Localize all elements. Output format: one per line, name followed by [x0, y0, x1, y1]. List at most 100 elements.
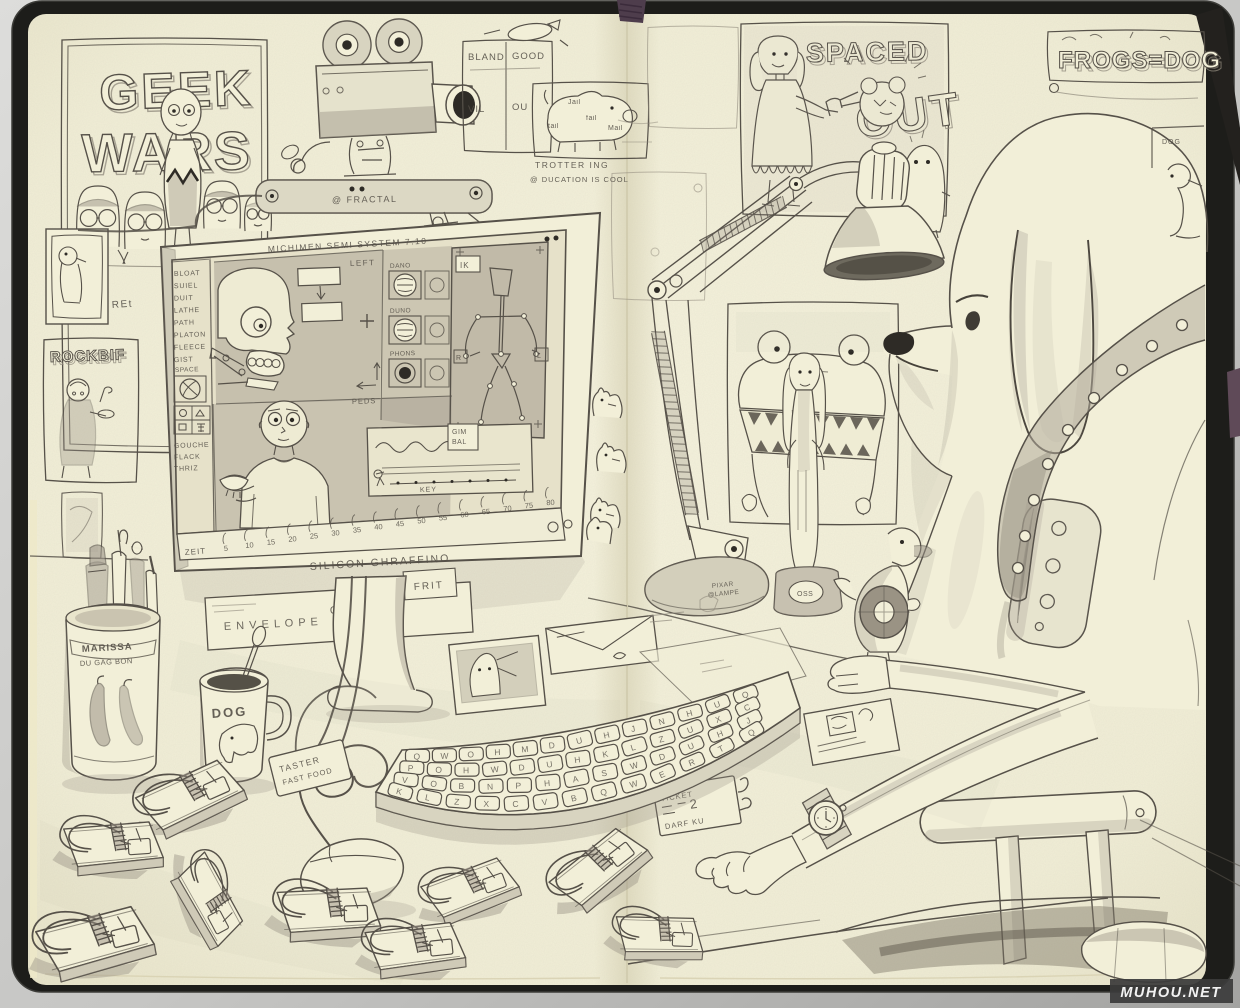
svg-text:FLACK: FLACK — [174, 454, 201, 462]
svg-text:Q: Q — [414, 751, 421, 761]
svg-text:BAL: BAL — [452, 439, 467, 446]
svg-text:D: D — [658, 751, 667, 762]
svg-text:H: H — [602, 729, 610, 740]
svg-text:N: N — [657, 716, 665, 727]
svg-text:K: K — [602, 749, 610, 760]
svg-text:15: 15 — [267, 537, 276, 547]
svg-text:DUNO: DUNO — [390, 307, 411, 315]
svg-text:X: X — [483, 799, 489, 809]
svg-text:H: H — [715, 728, 724, 740]
svg-text:55: 55 — [439, 513, 448, 523]
svg-text:REt: REt — [111, 299, 133, 311]
svg-text:SPACED: SPACED — [806, 36, 929, 68]
svg-text:PHONS: PHONS — [390, 350, 416, 358]
svg-text:R: R — [687, 757, 696, 769]
svg-text:J: J — [630, 723, 636, 734]
svg-text:Q: Q — [740, 689, 750, 701]
svg-text:IK: IK — [460, 261, 470, 270]
svg-text:VIL: VIL — [468, 104, 485, 115]
svg-text:E: E — [657, 769, 666, 781]
svg-text:V: V — [541, 797, 548, 808]
svg-text:W: W — [628, 778, 639, 790]
svg-text:R: R — [456, 355, 462, 362]
svg-text:DU GAG BON: DU GAG BON — [80, 656, 133, 668]
svg-text:FROGS=DOG: FROGS=DOG — [1058, 47, 1221, 74]
svg-text:GIST: GIST — [174, 356, 194, 364]
svg-text:60: 60 — [460, 510, 469, 520]
svg-text:MUHOU.NET: MUHOU.NET — [1120, 985, 1221, 1001]
svg-text:45: 45 — [396, 519, 405, 529]
svg-text:W: W — [629, 760, 639, 772]
svg-text:DOG: DOG — [211, 704, 248, 721]
svg-text:OSS: OSS — [797, 591, 813, 598]
svg-text:E N V E L O P E: E N V E L O P E — [224, 616, 320, 633]
svg-text:25: 25 — [310, 531, 319, 541]
svg-text:A: A — [572, 773, 580, 784]
svg-text:FROGS=DOG: FROGS=DOG — [1061, 50, 1224, 77]
svg-text:LEFT: LEFT — [350, 258, 376, 268]
svg-text:10: 10 — [245, 540, 254, 550]
svg-text:H: H — [544, 778, 551, 788]
svg-text:@LAMPE: @LAMPE — [707, 589, 739, 599]
svg-text:L: L — [537, 353, 542, 360]
svg-text:ROCKBIF: ROCKBIF — [50, 346, 126, 366]
svg-text:U: U — [575, 735, 583, 746]
svg-text:T: T — [716, 743, 725, 754]
svg-text:70: 70 — [503, 504, 512, 514]
svg-text:W: W — [440, 751, 448, 761]
svg-text:GOUCHE: GOUCHE — [174, 442, 210, 450]
svg-text:40: 40 — [374, 522, 383, 532]
svg-text:PIXAR: PIXAR — [711, 581, 734, 590]
svg-text:DUIT: DUIT — [174, 295, 194, 303]
svg-text:ZEIT: ZEIT — [185, 547, 207, 557]
svg-text:U: U — [712, 699, 721, 711]
svg-text:GIM: GIM — [452, 429, 467, 436]
svg-text:TROTTER ING: TROTTER ING — [535, 160, 609, 170]
svg-text:THRIZ: THRIZ — [174, 465, 199, 473]
svg-text:L: L — [629, 742, 637, 753]
svg-text:H: H — [463, 765, 469, 775]
svg-text:L: L — [424, 792, 431, 803]
svg-text:2: 2 — [689, 796, 698, 812]
svg-text:Q: Q — [746, 726, 757, 738]
svg-text:S: S — [600, 768, 608, 779]
svg-text:P: P — [408, 763, 414, 773]
svg-text:K: K — [395, 786, 404, 797]
svg-text:BLAND: BLAND — [468, 52, 505, 63]
svg-text:80: 80 — [546, 498, 555, 508]
svg-text:U: U — [546, 759, 554, 770]
svg-text:65: 65 — [482, 507, 491, 517]
svg-text:35: 35 — [353, 525, 362, 535]
svg-text:75: 75 — [525, 501, 534, 511]
svg-text:X: X — [714, 713, 723, 724]
svg-text:30: 30 — [331, 528, 340, 538]
svg-text:W: W — [490, 764, 499, 775]
svg-text:20: 20 — [288, 534, 297, 544]
svg-text:D: D — [548, 740, 555, 751]
svg-text:PEDS: PEDS — [352, 396, 377, 406]
svg-text:SPACED: SPACED — [808, 39, 931, 71]
svg-text:50: 50 — [417, 516, 426, 526]
svg-text:D: D — [518, 762, 525, 773]
svg-text:O: O — [467, 749, 474, 759]
svg-text:tail: tail — [548, 123, 559, 130]
svg-text:U: U — [685, 724, 694, 736]
svg-text:FLEECE: FLEECE — [174, 344, 206, 352]
svg-text:SPACE: SPACE — [175, 366, 199, 374]
svg-text:V: V — [402, 775, 409, 786]
svg-text:H: H — [574, 754, 581, 765]
svg-text:PATH: PATH — [174, 319, 195, 327]
svg-text:Z: Z — [658, 734, 666, 745]
svg-text:Mail: Mail — [608, 125, 623, 132]
svg-text:DANO: DANO — [390, 262, 411, 270]
svg-text:Z: Z — [454, 796, 460, 806]
svg-text:MARISSA: MARISSA — [82, 641, 133, 655]
svg-text:KEY: KEY — [420, 486, 437, 494]
svg-text:B: B — [570, 793, 578, 804]
svg-text:Q: Q — [599, 786, 608, 797]
svg-text:Jail: Jail — [568, 99, 581, 106]
svg-text:@ DUCATION IS COOL: @ DUCATION IS COOL — [530, 175, 629, 184]
svg-text:U: U — [686, 740, 696, 752]
svg-text:H: H — [494, 747, 501, 757]
svg-text:SUIEL: SUIEL — [174, 282, 198, 290]
